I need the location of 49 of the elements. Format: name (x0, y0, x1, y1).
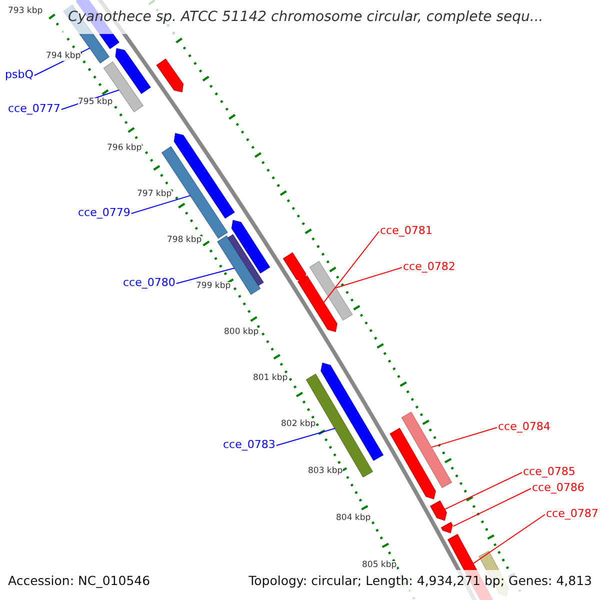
gene-label: cce_0779 (78, 207, 130, 218)
leader-line (452, 488, 532, 527)
tick-label: 797 kbp (137, 190, 172, 198)
gene-feature (156, 58, 184, 92)
title: Cyanothece sp. ATCC 51142 chromosome circular, complete sequ... (68, 10, 544, 24)
gene-label: cce_0785 (523, 466, 576, 477)
gene-label: psbQ (5, 69, 34, 80)
tick-label: 802 kbp (281, 420, 316, 428)
tick-label: 799 kbp (196, 282, 231, 290)
tick-label: 793 kbp (8, 7, 43, 16)
accession-text: Accession: NC_010546 (8, 575, 150, 588)
gene-feature (115, 48, 151, 94)
gene-feature (174, 133, 235, 219)
gene-label: cce_0787 (546, 508, 598, 519)
tick-label: 803 kbp (308, 467, 343, 476)
gene-feature (390, 428, 436, 500)
leader-line (130, 195, 191, 214)
tick-label: 794 kbp (46, 52, 81, 60)
leader-line (323, 231, 380, 303)
tick-label: 801 kbp (253, 374, 288, 382)
gene-feature (320, 362, 384, 461)
tick-label: 798 kbp (167, 236, 202, 244)
gene-feature (401, 412, 452, 488)
gene-label: cce_0781 (380, 225, 432, 236)
gene-label: cce_0786 (532, 482, 584, 493)
tick-label: 796 kbp (107, 144, 142, 152)
gene-feature (217, 235, 261, 295)
leader-line (176, 268, 235, 284)
gene-feature (440, 522, 453, 534)
gene-feature (297, 275, 338, 332)
gene-feature (231, 220, 270, 274)
gene-label: cce_0783 (223, 439, 276, 450)
tick-label: 795 kbp (78, 98, 113, 106)
gene-feature (309, 260, 353, 321)
genome-summary: Topology: circular; Length: 4,934,271 bp; Genes: 4,813 (248, 575, 592, 588)
gene-label: cce_0780 (123, 277, 176, 288)
gene-feature (430, 500, 447, 521)
gene-label: cce_0784 (498, 421, 550, 432)
leader-line (431, 427, 498, 448)
gene-label: cce_0782 (403, 261, 456, 272)
leader-line (472, 514, 546, 564)
gene-label: cce_0777 (8, 103, 60, 114)
tick-label: 805 kbp (362, 561, 397, 570)
tick-label: 800 kbp (224, 328, 259, 336)
leader-line (276, 428, 336, 446)
leader-line (335, 267, 402, 288)
gene-feature (282, 252, 306, 282)
tick-label: 804 kbp (336, 514, 371, 522)
leader-line (444, 472, 522, 510)
